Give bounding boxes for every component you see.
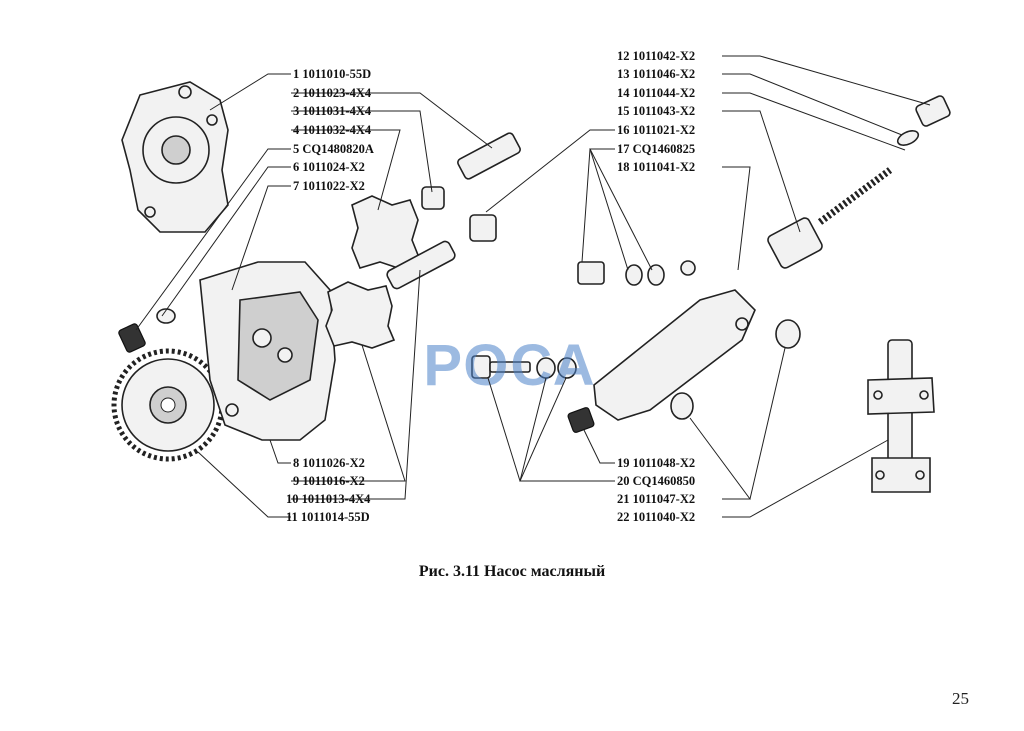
part-label: 12 1011042-X2 (617, 49, 695, 63)
part-label: 19 1011048-X2 (617, 456, 695, 470)
part-bolt-small-drawing (118, 308, 176, 353)
part-drive-gear-drawing (111, 348, 225, 462)
labels-right-bottom: 19 1011048-X2 20 CQ1460850 21 1011047-X2… (617, 456, 695, 524)
part-label: 14 1011044-X2 (617, 86, 695, 100)
leader-lines-left-bottom (197, 269, 421, 518)
part-label: 17 CQ1460825 (617, 142, 695, 156)
part-label: 2 1011023-4X4 (293, 86, 372, 100)
part-label: 8 1011026-X2 (293, 456, 365, 470)
part-label: 18 1011041-X2 (617, 160, 695, 174)
part-bolt-long-drawing (471, 355, 694, 433)
labels-left: 1 1011010-55D 2 1011023-4X4 3 1011031-4X… (293, 67, 374, 193)
part-label: 13 1011046-X2 (617, 67, 695, 81)
labels-left-bottom: 8 1011026-X2 9 1011016-X2 10 1011013-4X4… (286, 456, 371, 524)
part-front-cover-drawing (121, 81, 229, 233)
leader-lines-right-bottom (487, 347, 889, 518)
part-pipe-drawing (593, 260, 801, 421)
part-label: 16 1011021-X2 (617, 123, 695, 137)
part-bolts-washers-drawing (577, 261, 665, 286)
part-label: 7 1011022-X2 (293, 179, 365, 193)
part-label: 22 1011040-X2 (617, 510, 695, 524)
figure-caption: Рис. 3.11 Насос масляный (418, 563, 606, 580)
part-pump-body-drawing (199, 261, 336, 441)
leader-lines-left (135, 73, 493, 331)
part-suction-tube-drawing (867, 339, 935, 493)
leader-lines-right (485, 55, 931, 271)
watermark: РОСА (423, 333, 596, 398)
labels-right: 12 1011042-X2 13 1011046-X2 14 1011044-X… (617, 49, 695, 174)
part-label: 11 1011014-55D (286, 510, 370, 524)
part-label: 6 1011024-X2 (293, 160, 365, 174)
page-number: 25 (952, 689, 969, 708)
part-label: 21 1011047-X2 (617, 492, 695, 506)
part-label: 20 CQ1460850 (617, 474, 695, 488)
part-label: 15 1011043-X2 (617, 104, 695, 118)
part-label: 4 1011032-4X4 (293, 123, 372, 137)
part-label: 3 1011031-4X4 (293, 104, 372, 118)
part-label: 10 1011013-4X4 (286, 492, 371, 506)
part-shafts-drawing (386, 132, 521, 290)
part-label: 5 CQ1480820A (293, 142, 374, 156)
part-pump-gears-drawing (325, 195, 422, 349)
part-relief-valve-drawing (767, 95, 951, 269)
part-label: 9 1011016-X2 (293, 474, 365, 488)
part-label: 1 1011010-55D (293, 67, 371, 81)
